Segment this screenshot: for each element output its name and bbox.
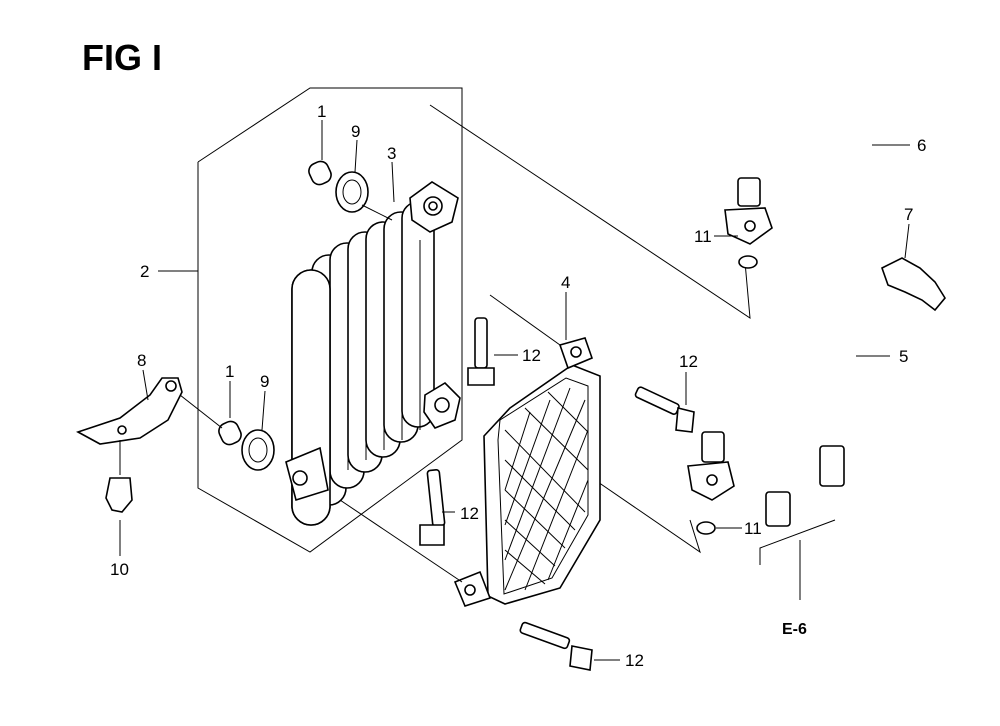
oil-hose-5: [687, 306, 864, 501]
figure-title: FIG I: [82, 37, 162, 78]
guard-frame-lower: [594, 479, 701, 554]
grommet-bottom: [179, 394, 275, 471]
washer-upper: [738, 255, 758, 269]
callout-12-upper: 12: [522, 346, 541, 365]
leader-lines: [119, 120, 910, 661]
callout-9-bottom: 9: [260, 372, 269, 391]
callout-1-top: 1: [317, 102, 326, 121]
callout-12-lower: 12: [460, 504, 479, 523]
callout-5: 5: [899, 347, 908, 366]
bolt-12-guard-lower: [519, 621, 593, 671]
callout-8: 8: [137, 351, 146, 370]
callout-6: 6: [917, 136, 926, 155]
bolt-10: [105, 440, 133, 513]
callout-11-upper: 11: [694, 227, 712, 246]
callout-9-top: 9: [351, 122, 360, 141]
oil-hose-6: [724, 83, 878, 527]
callout-2: 2: [140, 262, 149, 281]
mounting-bracket: [76, 377, 183, 445]
reference-bracket: [759, 519, 836, 565]
callout-11-lower: 11: [744, 519, 762, 538]
reference-label: E-6: [782, 621, 807, 638]
bolt-12-guard-upper: [634, 386, 695, 433]
hose-clip: [881, 257, 946, 312]
callout-4: 4: [561, 273, 570, 292]
oil-cooler-core: [285, 181, 461, 526]
collar-top: [308, 160, 332, 186]
callout-10: 10: [110, 560, 129, 579]
bolt-12-upper: [467, 317, 495, 386]
bolt-12-lower: [419, 469, 446, 546]
collar-bottom: [218, 420, 242, 446]
washer-lower: [696, 521, 716, 535]
callout-3: 3: [387, 144, 396, 163]
grommet-top: [335, 171, 393, 221]
callout-1-bottom: 1: [225, 362, 234, 381]
guard-frame: [429, 104, 751, 319]
assembly-frame: [197, 87, 463, 553]
callout-7: 7: [904, 205, 913, 224]
callout-12-guard: 12: [679, 352, 698, 371]
grille-guard: [339, 294, 601, 607]
callout-12-bottom: 12: [625, 651, 644, 670]
